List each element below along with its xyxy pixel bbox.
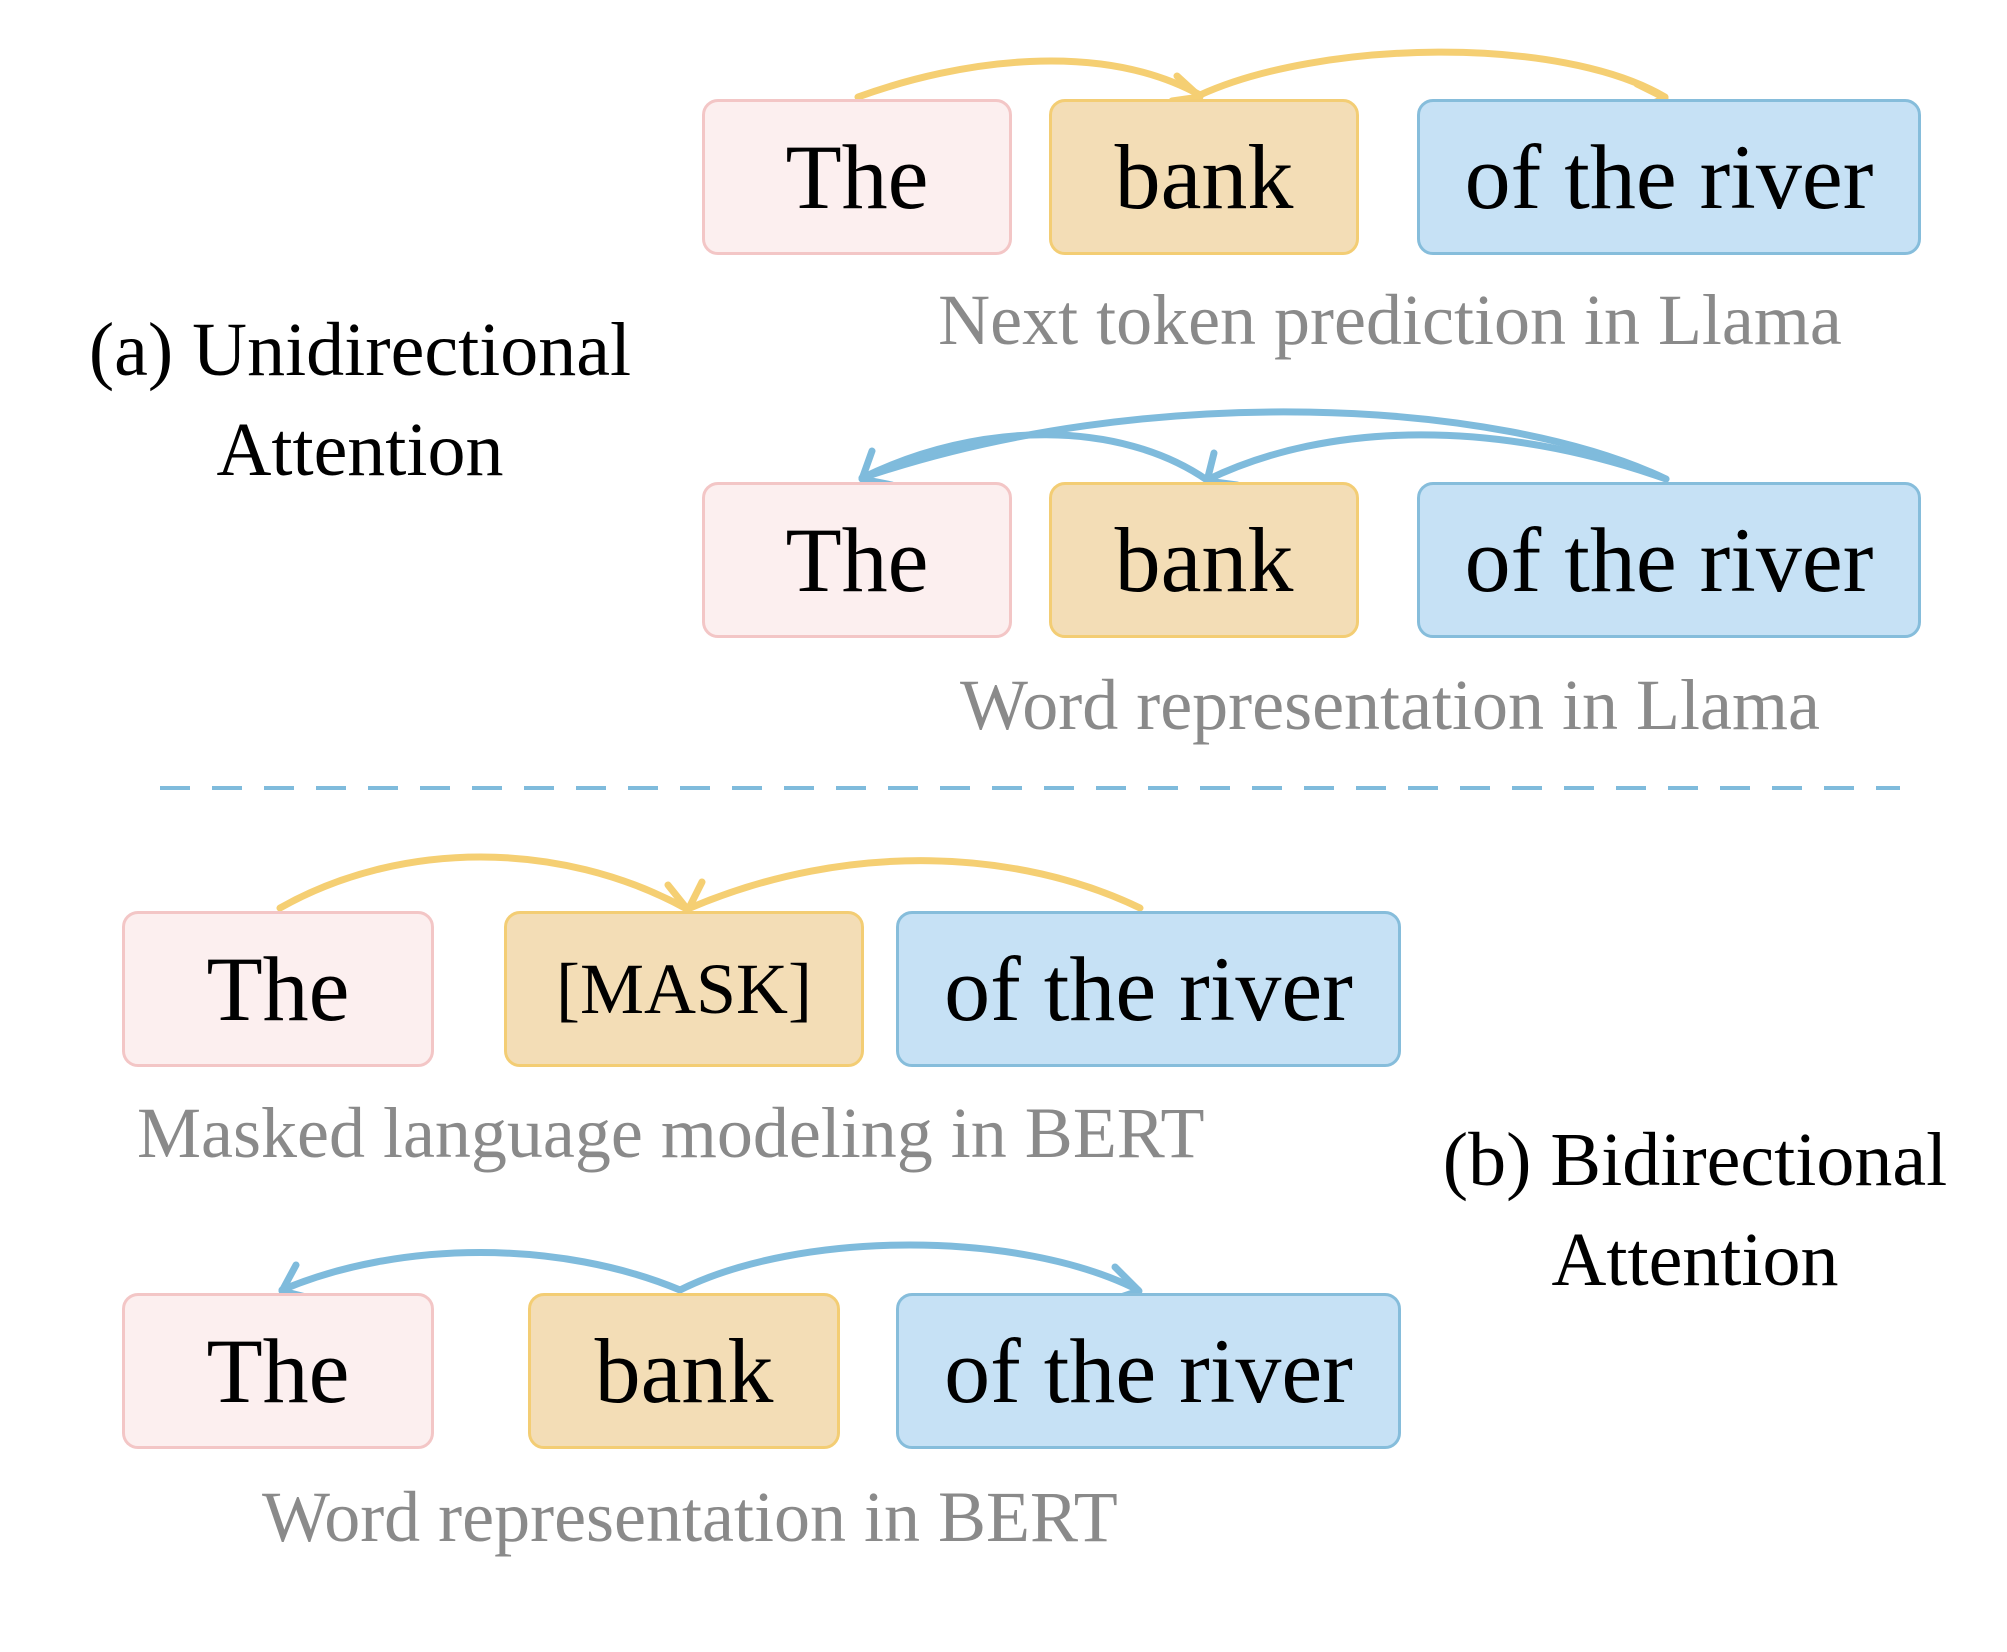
token-bank-a2: bank (1049, 482, 1359, 638)
arrow-the-to-mask (276, 853, 689, 912)
token-river-b1: of the river (896, 911, 1401, 1067)
caption-word-rep-llama: Word representation in Llama (960, 665, 1820, 745)
section-a-label-line2: Attention (216, 408, 504, 492)
section-b-label-line1: (b) Bidirectional (1442, 1118, 1948, 1202)
token-mask-b1: [MASK] (504, 911, 864, 1067)
caption-word-rep-bert: Word representation in BERT (262, 1477, 1118, 1557)
section-b-label: (b) Bidirectional Attention (1410, 1110, 1980, 1310)
section-a-label: (a) Unidirectional Attention (60, 300, 660, 500)
arrow-bank-to-river-b (676, 1241, 1142, 1294)
token-river-b2: of the river (896, 1293, 1401, 1449)
arrowhead-bank (1168, 72, 1204, 105)
caption-next-token: Next token prediction in Llama (938, 280, 1842, 360)
llama-representation-arrows (858, 408, 1670, 489)
token-bank-a1: bank (1049, 99, 1359, 255)
caption-mlm-bert: Masked language modeling in BERT (137, 1093, 1205, 1173)
bert-representation-arrows (278, 1241, 1143, 1304)
section-a-label-line1: (a) Unidirectional (88, 308, 632, 392)
arrow-bank-to-the-curve (858, 431, 1211, 484)
token-river-a1: of the river (1417, 99, 1921, 255)
arrow-the-to-bank (854, 57, 1204, 101)
arrow-river-to-bank (1203, 431, 1670, 484)
arrow-river-to-the (858, 408, 1670, 483)
arrow-bank-to-river (1196, 48, 1669, 101)
section-b-label-line2: Attention (1551, 1218, 1839, 1302)
mlm-arrows (276, 853, 1144, 914)
token-the-a2: The (702, 482, 1012, 638)
arrowhead-mask (664, 878, 706, 914)
arrow-river-to-mask (686, 857, 1144, 912)
token-the-b2: The (122, 1293, 434, 1449)
token-the-b1: The (122, 911, 434, 1067)
arrow-bank-to-the-b (278, 1249, 684, 1294)
token-river-a2: of the river (1417, 482, 1921, 638)
token-bank-b2: bank (528, 1293, 840, 1449)
token-the-a1: The (702, 99, 1012, 255)
